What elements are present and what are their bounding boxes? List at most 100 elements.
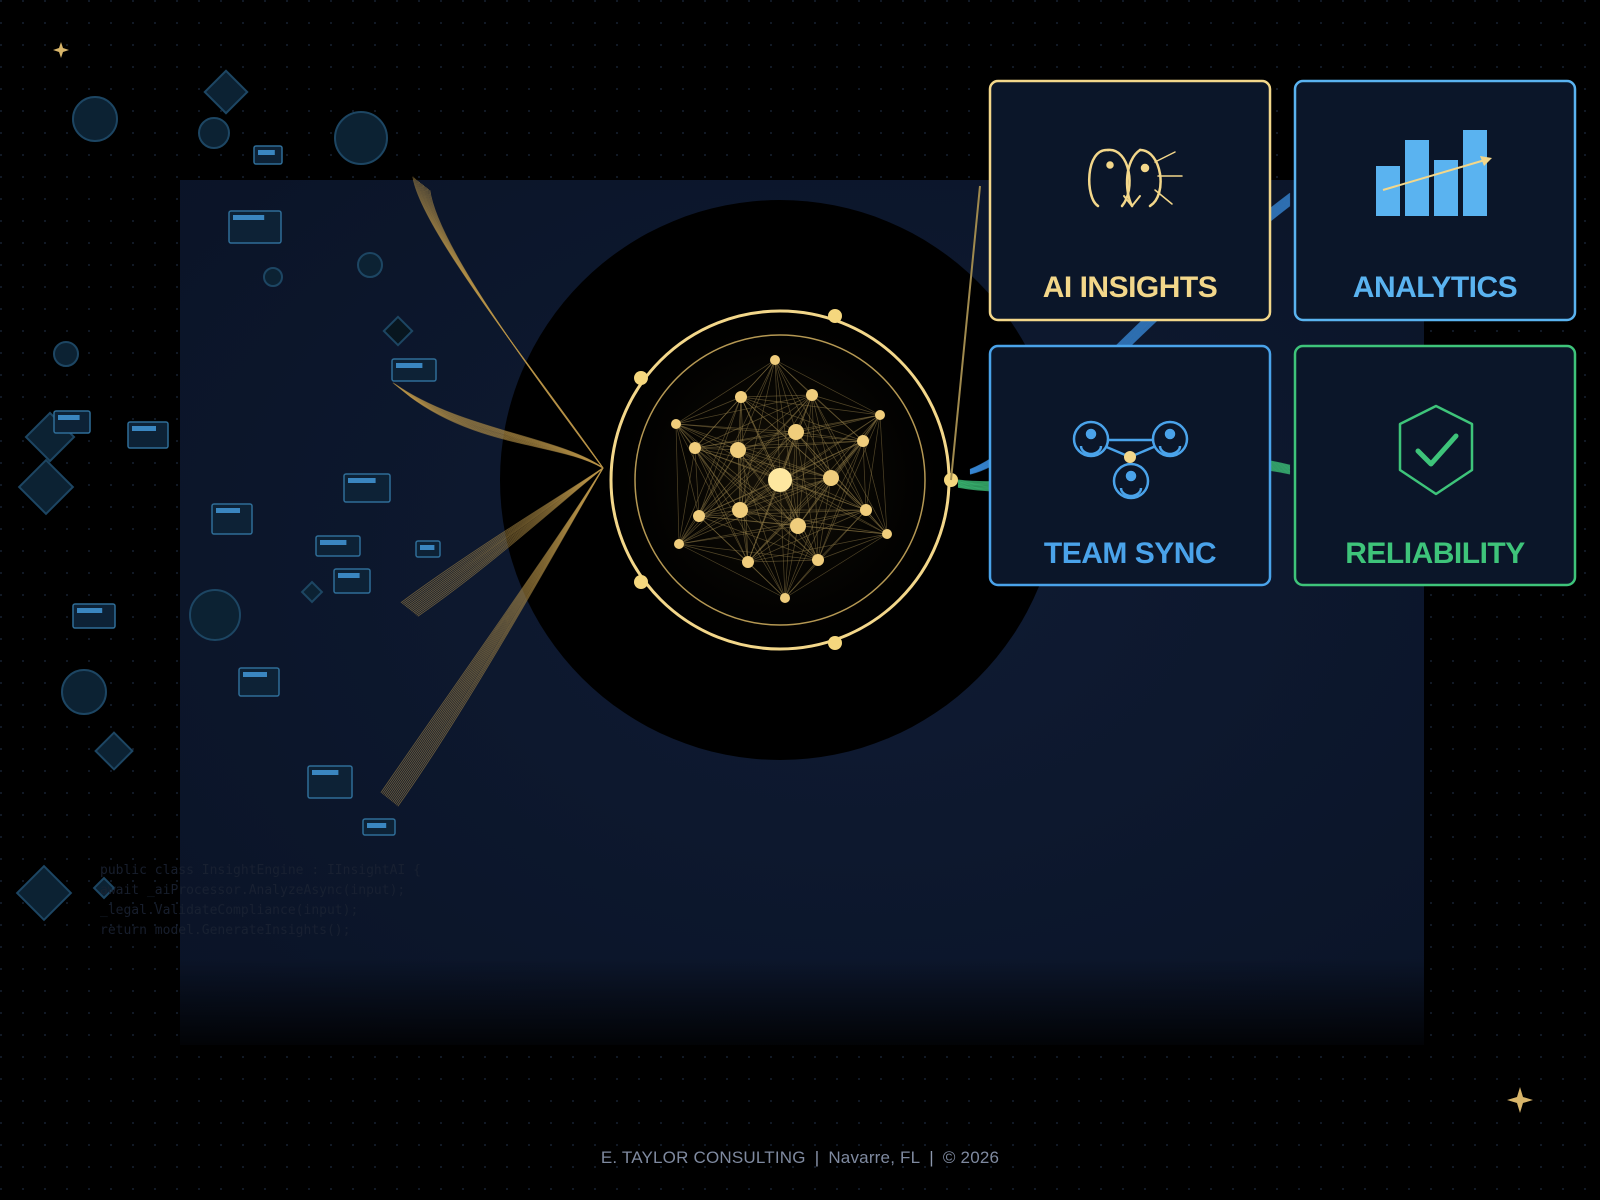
graph-edge <box>747 509 867 563</box>
gold-stream <box>400 467 604 617</box>
code-line: _legal.ValidateCompliance(input); <box>100 903 358 918</box>
graph-edge <box>698 396 742 517</box>
graph-edge <box>694 447 700 517</box>
graph-edge <box>774 359 881 416</box>
card-ai-insights[interactable]: AI INSIGHTS <box>988 79 1272 322</box>
floating-windows <box>53 145 441 836</box>
graph-node <box>742 556 754 568</box>
code-line: return model.GenerateInsights(); <box>100 923 350 938</box>
graph-edge <box>795 414 881 433</box>
graph-nodes <box>671 355 892 603</box>
graph-edge <box>678 396 742 545</box>
graph-edge <box>737 449 741 511</box>
floating-diamond <box>15 864 73 922</box>
graph-edge <box>694 447 749 563</box>
graph-edge <box>739 431 797 511</box>
eye-dot <box>1140 163 1150 173</box>
graph-edge <box>675 423 797 433</box>
graph-edge <box>811 394 832 479</box>
user-head <box>1125 470 1137 482</box>
graph-edge <box>737 449 799 527</box>
graph-edge <box>797 477 832 527</box>
floating-window <box>391 358 437 382</box>
hub-network-graph <box>671 355 892 603</box>
graph-edge <box>737 449 819 561</box>
graph-node <box>788 424 804 440</box>
graph-node <box>823 470 839 486</box>
card-team-sync[interactable]: TEAM SYNC <box>988 344 1272 587</box>
graph-edge <box>698 359 776 517</box>
graph-edge <box>737 414 881 451</box>
graph-edge <box>675 423 781 481</box>
graph-edge <box>747 477 832 563</box>
floating-window <box>333 568 371 594</box>
graph-node <box>732 502 748 518</box>
ai-faces-icon <box>1088 148 1183 208</box>
graph-edge <box>675 394 813 425</box>
check-mark <box>1415 433 1459 467</box>
graph-edge <box>774 359 799 527</box>
window-bar <box>320 540 347 545</box>
floating-circle <box>263 267 283 287</box>
graph-edge <box>694 447 741 511</box>
hub-spoke-line <box>950 185 981 481</box>
floating-window <box>362 818 396 836</box>
code-snippet: public class InsightEngine : IInsightAI … <box>100 863 421 938</box>
graph-edge <box>694 396 742 449</box>
floating-shapes <box>15 69 414 922</box>
graph-edge <box>694 431 797 449</box>
graph-node <box>768 468 792 492</box>
window-frame <box>53 410 91 434</box>
window-bar <box>367 823 387 828</box>
graph-edge <box>797 414 881 527</box>
graph-node <box>875 410 885 420</box>
trend-arrowhead <box>1480 156 1492 166</box>
graph-edge <box>675 423 799 527</box>
graph-node <box>857 435 869 447</box>
footer: E. TAYLOR CONSULTING|Navarre, FL|© 2026 <box>0 1148 1600 1168</box>
graph-edge <box>678 449 739 545</box>
ring-node <box>828 636 842 650</box>
graph-node <box>882 529 892 539</box>
face-right-outline <box>1138 148 1162 208</box>
graph-edge <box>830 440 864 479</box>
graph-edge <box>675 423 749 563</box>
graph-edge <box>678 543 749 563</box>
graph-edge <box>779 479 888 535</box>
user-body <box>1079 445 1103 456</box>
graph-edge <box>784 559 819 599</box>
window-bar <box>243 672 267 677</box>
footer-location: Navarre, FL <box>828 1148 921 1167</box>
card-reliability[interactable]: RELIABILITY <box>1293 344 1577 587</box>
graph-edge <box>737 359 776 451</box>
floating-window <box>307 765 353 799</box>
graph-edge <box>675 423 680 545</box>
window-bar <box>258 150 275 155</box>
card-analytics[interactable]: ANALYTICS <box>1293 79 1577 322</box>
window-bar <box>132 426 156 431</box>
user-body <box>1158 445 1182 456</box>
floating-diamond <box>17 458 75 516</box>
graph-node <box>730 442 746 458</box>
graph-edge <box>698 515 819 561</box>
graph-node <box>812 554 824 566</box>
graph-edge <box>739 509 799 527</box>
graph-edge <box>678 525 799 545</box>
sparkle-icon <box>53 42 69 58</box>
footer-separator: | <box>814 1148 820 1167</box>
eye-dot <box>1106 161 1114 169</box>
code-line: public class InsightEngine : IInsightAI … <box>100 863 421 878</box>
ring-node <box>634 575 648 589</box>
user-head <box>1164 428 1176 440</box>
graph-edge <box>694 414 881 449</box>
graph-edge <box>737 394 813 451</box>
network-hub <box>609 185 981 651</box>
graph-edge <box>694 447 786 599</box>
graph-edge <box>678 431 797 545</box>
graph-edge <box>739 477 832 511</box>
icon-bar <box>1376 166 1400 216</box>
floating-window <box>315 535 361 557</box>
footer-separator: | <box>929 1148 934 1167</box>
graph-edge <box>737 431 797 451</box>
graph-node <box>674 539 684 549</box>
